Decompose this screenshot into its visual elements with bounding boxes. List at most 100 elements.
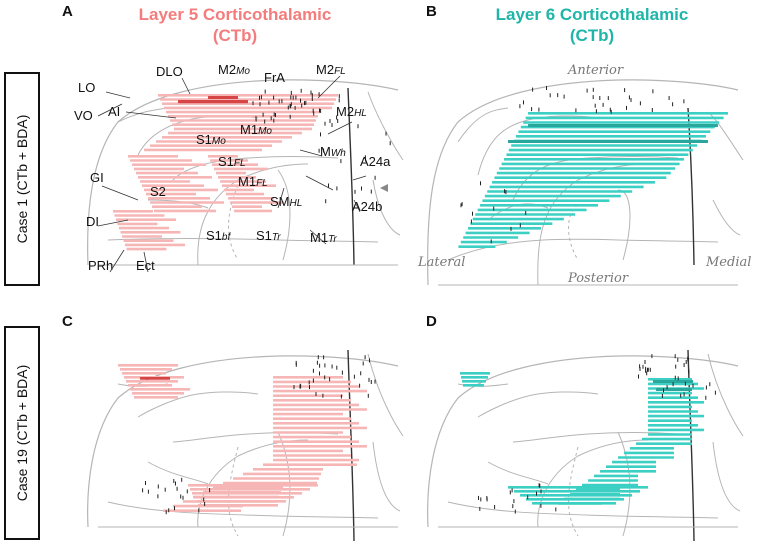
bda-tick — [677, 376, 679, 381]
layer5-labeled-row — [273, 426, 367, 430]
bda-tick — [338, 94, 340, 99]
region-name: S1 — [218, 154, 234, 169]
layer5-labeled-row — [166, 110, 320, 114]
layer5-labeled-row — [273, 403, 359, 407]
bda-tick — [336, 365, 338, 370]
region-label-smhl: SMHL — [270, 194, 302, 209]
region-name: S1 — [196, 132, 212, 147]
bda-tick — [595, 109, 597, 114]
bda-tick — [705, 395, 707, 400]
area-border — [367, 91, 404, 161]
layer5-labeled-row — [142, 184, 204, 187]
area-border — [197, 163, 309, 266]
bda-tick — [531, 107, 533, 112]
layer6-labeled-row — [648, 433, 692, 436]
layer5-labeled-row — [228, 197, 274, 200]
layer6-title: Layer 6 Corticothalamic (CTb) — [472, 4, 712, 46]
bda-tick — [319, 371, 320, 376]
region-name: VO — [74, 108, 93, 123]
layer5-labeled-row — [168, 131, 302, 135]
region-subscript: HL — [354, 108, 367, 119]
bda-tick — [630, 98, 632, 102]
bda-tick — [354, 189, 356, 194]
bda-tick — [341, 370, 343, 375]
panel-letter-c: C — [62, 313, 73, 330]
layer5-labeled-row — [192, 492, 302, 495]
bda-tick — [145, 481, 146, 485]
region-label-a24b: A24b — [352, 199, 382, 214]
region-name: M1 — [240, 122, 258, 137]
layer5-labeled-row — [234, 209, 272, 213]
layer6-labeled-row — [648, 405, 692, 409]
bda-tick — [461, 202, 463, 207]
bda-tick — [311, 93, 313, 98]
bda-tick — [680, 393, 682, 398]
region-label-mwh: MWh — [320, 144, 346, 159]
bda-tick — [684, 381, 686, 386]
region-label-s1tr: S1Tr — [256, 228, 281, 243]
bda-tick — [639, 101, 641, 106]
layer5-title-line1: Layer 5 Corticothalamic — [138, 5, 332, 24]
bda-tick — [329, 119, 331, 123]
region-name: PRh — [88, 258, 113, 273]
layer6-labeled-row — [462, 380, 486, 383]
bda-tick — [509, 490, 511, 495]
bda-tick — [361, 186, 362, 191]
region-name: AI — [108, 104, 120, 119]
layer5-labeled-row — [125, 243, 185, 247]
layer5-labeled-row — [152, 205, 202, 208]
bda-tick — [324, 121, 326, 126]
layer5-labeled-row — [122, 372, 166, 375]
layer6-labeled-row — [648, 410, 698, 413]
bda-tick — [626, 105, 627, 110]
layer5-labeled-row — [120, 368, 172, 371]
region-label-m1tr: M1Tr — [310, 230, 337, 245]
bda-tick — [362, 361, 364, 366]
bda-tick — [540, 489, 542, 494]
layer5-labeled-row — [273, 440, 359, 443]
layer6-dense-row — [508, 140, 708, 143]
bda-tick — [270, 116, 272, 121]
region-label-fra: FrA — [264, 70, 285, 85]
bda-tick — [480, 497, 482, 502]
bda-tick — [624, 88, 626, 93]
bda-tick — [628, 95, 630, 100]
layer5-labeled-row — [146, 192, 196, 196]
layer5-labeled-row — [128, 155, 178, 158]
layer5-labeled-row — [216, 171, 246, 175]
bda-tick — [340, 159, 342, 164]
region-name: S2 — [150, 184, 166, 199]
layer6-labeled-row — [511, 144, 698, 147]
layer5-labeled-row — [162, 136, 292, 139]
region-name: FrA — [264, 70, 285, 85]
bda-tick — [165, 510, 167, 515]
bda-tick — [198, 508, 200, 513]
leader-line — [305, 175, 334, 191]
layer5-labeled-row — [273, 422, 359, 425]
bda-tick — [607, 96, 609, 101]
layer5-labeled-row — [273, 449, 343, 453]
bda-tick — [490, 239, 492, 244]
region-name: A24a — [360, 154, 391, 169]
layer6-labeled-row — [489, 185, 644, 189]
bda-tick — [536, 491, 537, 496]
bda-tick — [259, 95, 260, 100]
bda-tick — [147, 489, 149, 494]
layer6-labeled-row — [532, 502, 616, 505]
bda-tick — [252, 101, 254, 106]
layer6-labeled-row — [494, 176, 667, 179]
layer5-labeled-row — [154, 209, 216, 213]
layer5-labeled-row — [210, 159, 248, 162]
layer6-labeled-row — [470, 222, 553, 225]
bda-tick — [273, 118, 275, 123]
bda-tick — [460, 203, 462, 208]
leader-line — [143, 251, 149, 273]
bda-tick — [370, 380, 372, 384]
bda-tick — [666, 385, 668, 390]
bda-tick — [157, 494, 159, 499]
area-border — [367, 353, 404, 437]
region-subscript: FL — [334, 66, 346, 77]
layer5-labeled-row — [232, 205, 262, 208]
case19-label-box: Case 19 (CTb + BDA) — [4, 326, 40, 540]
bda-tick — [592, 87, 594, 92]
